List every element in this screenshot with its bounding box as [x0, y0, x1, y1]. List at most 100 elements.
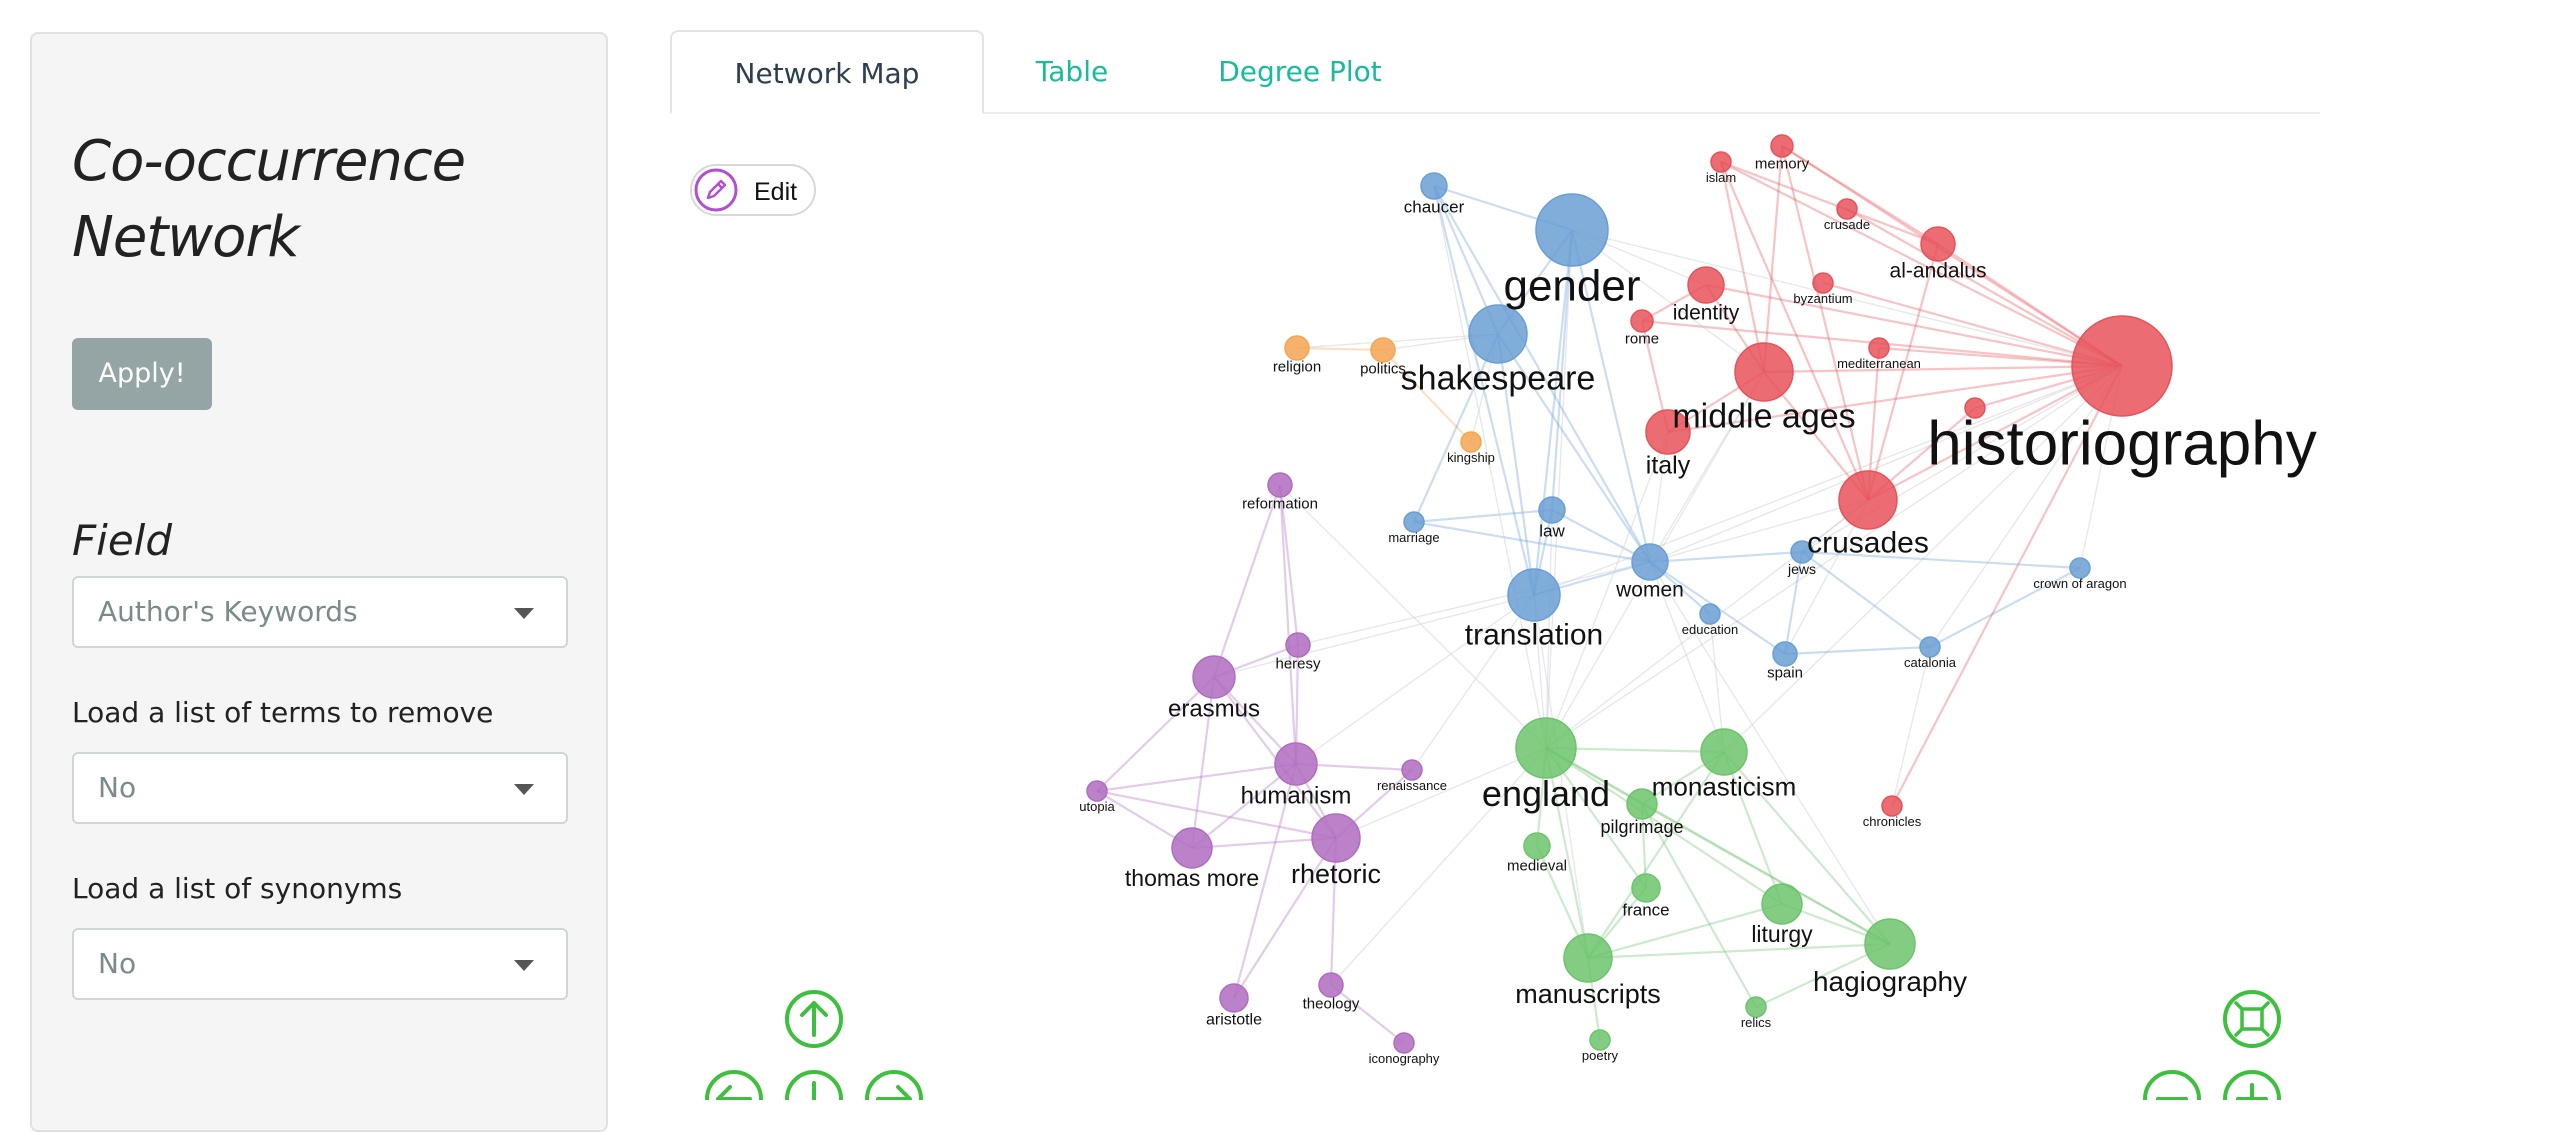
node-poetry[interactable]	[1589, 1029, 1611, 1051]
node-label: marriage	[1388, 530, 1439, 545]
edge	[1412, 333, 1500, 523]
edge	[1213, 594, 1535, 678]
node-middle-ages[interactable]	[1734, 342, 1794, 402]
node-pilgrimage[interactable]	[1626, 788, 1658, 820]
node-label: politics	[1360, 361, 1406, 378]
arrow-left-icon[interactable]	[705, 1070, 763, 1100]
remove-terms-select[interactable]: No	[72, 752, 568, 824]
tab-degree-plot[interactable]: Degree Plot	[1218, 55, 1382, 88]
node-utopia[interactable]	[1086, 780, 1108, 802]
node-religion[interactable]	[1284, 335, 1310, 361]
node-thomas-more[interactable]	[1171, 827, 1213, 869]
node-mediterranean[interactable]	[1868, 337, 1890, 359]
node-france[interactable]	[1631, 873, 1661, 903]
node-islam[interactable]	[1710, 151, 1732, 173]
edge	[1279, 484, 1547, 749]
node-label: erasmus	[1168, 696, 1260, 723]
node-heresy[interactable]	[1285, 632, 1311, 658]
node-manuscripts[interactable]	[1563, 933, 1613, 983]
node-jews[interactable]	[1790, 540, 1814, 564]
node-label: chronicles	[1863, 814, 1922, 829]
edge	[1587, 751, 1725, 959]
node-law[interactable]	[1538, 496, 1566, 524]
node-england[interactable]	[1515, 717, 1577, 779]
edge	[1866, 243, 1940, 501]
node-historiography[interactable]	[2071, 315, 2173, 417]
node-medieval[interactable]	[1523, 832, 1551, 860]
node-crusade[interactable]	[1836, 198, 1858, 220]
tab-bar: Network Map Table Degree Plot	[670, 30, 2320, 114]
arrow-down-icon[interactable]	[785, 1070, 843, 1100]
node-aristotle[interactable]	[1219, 983, 1249, 1013]
node-marriage[interactable]	[1403, 511, 1425, 533]
edge	[1433, 185, 1547, 749]
node-identity[interactable]	[1687, 266, 1725, 304]
node-iconography[interactable]	[1393, 1032, 1415, 1054]
edge	[1891, 365, 2123, 807]
edge	[1762, 145, 1784, 373]
node-rhetoric[interactable]	[1311, 813, 1361, 863]
node-italy[interactable]	[1645, 409, 1691, 455]
zoom-in-icon[interactable]	[2223, 1070, 2281, 1100]
edge	[1233, 837, 1337, 999]
node-label: jews	[1787, 561, 1816, 577]
tab-table[interactable]: Table	[1035, 55, 1109, 88]
node-education[interactable]	[1699, 603, 1721, 625]
edge	[1649, 561, 1725, 753]
edge	[1649, 550, 1803, 564]
node-catalonia[interactable]	[1919, 636, 1941, 658]
node-kingship[interactable]	[1460, 431, 1482, 453]
edge	[1382, 349, 1472, 443]
edge	[1722, 751, 1784, 905]
node-al-andalus[interactable]	[1920, 226, 1956, 262]
edit-button[interactable]: Edit	[690, 164, 816, 216]
node-spain[interactable]	[1772, 641, 1798, 667]
zoom-out-icon[interactable]	[2143, 1070, 2201, 1100]
node-humanism[interactable]	[1274, 742, 1318, 786]
node-women[interactable]	[1631, 543, 1669, 581]
synonyms-select[interactable]: No	[72, 928, 568, 1000]
node-hagiography[interactable]	[1864, 918, 1916, 970]
node-label: heresy	[1275, 656, 1321, 673]
node-label: monasticism	[1652, 771, 1796, 801]
edge	[1550, 229, 1574, 511]
node-liturgy[interactable]	[1761, 883, 1803, 925]
node-erasmus[interactable]	[1192, 655, 1236, 699]
node-label: utopia	[1079, 799, 1115, 814]
fit-screen-icon[interactable]	[2223, 990, 2281, 1048]
node-monasticism[interactable]	[1700, 728, 1748, 776]
apply-button[interactable]: Apply!	[72, 338, 212, 410]
node-memory[interactable]	[1770, 134, 1794, 158]
node-translation[interactable]	[1507, 568, 1561, 622]
node-politics[interactable]	[1370, 337, 1396, 363]
tab-network-map[interactable]: Network Map	[670, 30, 984, 114]
arrow-up-icon[interactable]	[785, 990, 843, 1048]
node-relics[interactable]	[1745, 996, 1767, 1018]
node-crown-of-aragon[interactable]	[2069, 557, 2091, 579]
node-renaissance[interactable]	[1401, 759, 1423, 781]
field-select[interactable]: Author's Keywords	[72, 576, 568, 648]
node-theology[interactable]	[1318, 972, 1344, 998]
edge	[1705, 283, 2123, 368]
node-crusades[interactable]	[1838, 470, 1898, 530]
node-chaucer[interactable]	[1420, 172, 1448, 200]
node-gender[interactable]	[1535, 193, 1609, 267]
node-rome[interactable]	[1630, 309, 1654, 333]
node-chronicles[interactable]	[1881, 795, 1903, 817]
synonyms-label: Load a list of synonyms	[72, 872, 403, 905]
node-reformation[interactable]	[1267, 472, 1293, 498]
node-label: france	[1622, 900, 1669, 919]
edge	[1641, 803, 1757, 1008]
edge	[1649, 561, 1891, 945]
node-label: historiography	[1927, 409, 2316, 478]
edge	[1545, 747, 1783, 905]
edge	[1545, 747, 1891, 945]
navigation-controls	[705, 990, 2281, 1100]
node-shakespeare[interactable]	[1468, 304, 1528, 364]
node-byzantium[interactable]	[1812, 272, 1834, 294]
arrow-right-icon[interactable]	[865, 1070, 923, 1100]
node-spain_r[interactable]	[1964, 397, 1986, 419]
node-label: identity	[1673, 301, 1740, 324]
